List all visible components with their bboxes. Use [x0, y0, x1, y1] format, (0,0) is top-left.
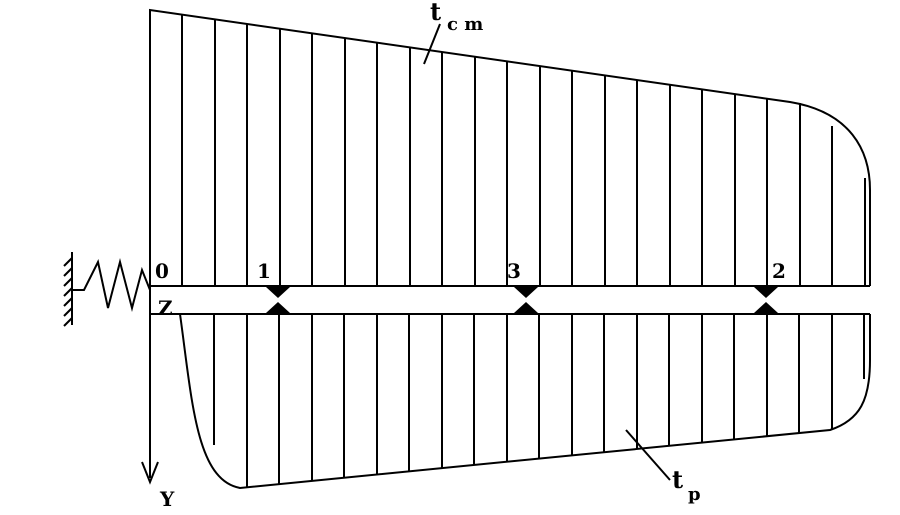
top-curve-label: t — [430, 0, 441, 26]
bottom-curve-subscript: p — [688, 484, 701, 505]
beam — [150, 285, 870, 315]
top-curve-subscript: c m — [447, 14, 483, 35]
top-curve-leader — [423, 23, 441, 65]
bottom-distribution-hatch — [213, 314, 865, 487]
support-3-label: 3 — [507, 259, 521, 283]
origin-label: 0 — [155, 259, 169, 283]
support-2-marker — [754, 287, 778, 313]
support-2-label: 2 — [772, 259, 786, 283]
fixed-wall-hatch — [63, 252, 73, 327]
support-3-marker — [514, 287, 538, 313]
top-distribution-hatch — [181, 15, 866, 286]
y-axis-label: Y — [159, 487, 175, 511]
elastic-spring — [72, 258, 151, 312]
bottom-distribution-outline — [179, 313, 871, 490]
support-1-label: 1 — [257, 259, 271, 283]
top-distribution-outline — [149, 8, 871, 286]
z-axis-label: Z — [158, 296, 173, 320]
bottom-curve-leader — [625, 429, 671, 481]
support-1-marker — [266, 287, 290, 313]
bottom-curve-label: t — [672, 465, 683, 494]
y-axis — [141, 286, 159, 485]
